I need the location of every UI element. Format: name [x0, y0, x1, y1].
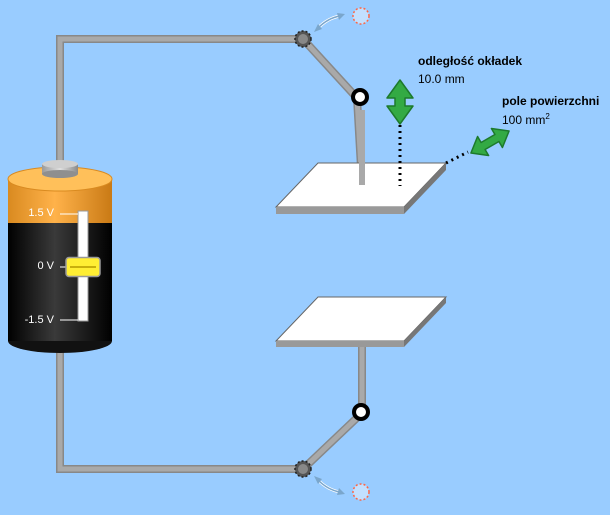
- top-switch-terminal: [351, 88, 369, 106]
- bottom-switch-toggle-icon[interactable]: [314, 476, 370, 501]
- voltage-tick-max: 1.5 V: [28, 207, 54, 219]
- wire-top: [56, 35, 366, 186]
- bottom-switch-pivot[interactable]: [294, 460, 312, 478]
- voltage-slider-knob[interactable]: [65, 256, 101, 278]
- area-label: pole powierzchni: [502, 94, 600, 108]
- separation-label: odległość okładek: [418, 54, 523, 68]
- wire-bottom: [56, 340, 366, 473]
- top-switch-pivot[interactable]: [294, 30, 312, 48]
- battery: [7, 160, 113, 353]
- area-value-number: 100 mm: [502, 113, 546, 127]
- bottom-plate: [274, 296, 448, 347]
- top-switch-toggle-icon[interactable]: [314, 7, 370, 32]
- voltage-tick-zero: 0 V: [37, 260, 54, 272]
- area-guide: [445, 150, 469, 165]
- voltage-slider[interactable]: [60, 210, 101, 322]
- separation-value: 10.0 mm: [418, 72, 465, 86]
- area-unit-superscript: 2: [545, 112, 550, 121]
- area-handle-icon[interactable]: [465, 121, 514, 162]
- bottom-switch-terminal: [352, 403, 370, 421]
- separation-handle-icon[interactable]: [386, 79, 414, 125]
- area-value: 100 mm2: [502, 112, 550, 127]
- voltage-tick-min: -1.5 V: [24, 314, 54, 326]
